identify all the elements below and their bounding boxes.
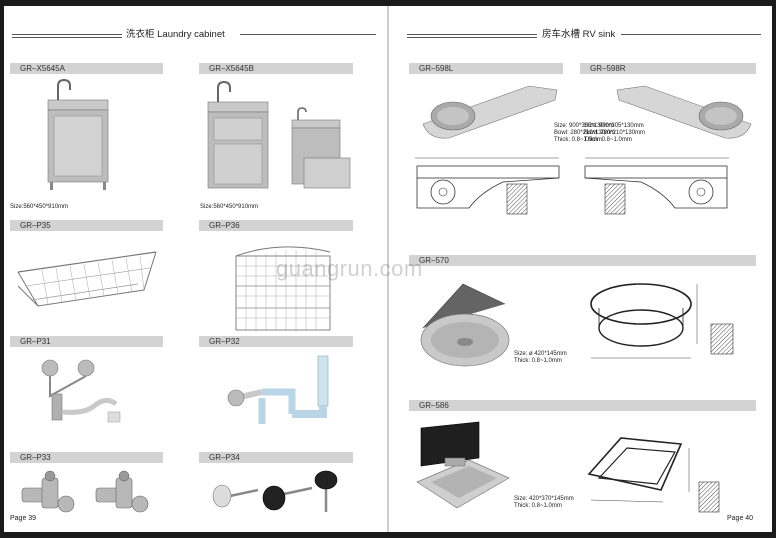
page-title: 洗衣柜 Laundry cabinet — [126, 29, 225, 40]
spec-line: Size: 420*370*145mm — [514, 496, 574, 502]
page-number: Page 39 — [10, 515, 37, 522]
product-code-bar: GR–P32 — [199, 336, 353, 347]
drain-hose-image — [41, 359, 121, 423]
title-rule — [12, 34, 122, 35]
rv-sink-left-image — [422, 85, 558, 139]
product-code-bar: GR–P33 — [10, 452, 163, 463]
laundry-cabinet-double-image — [207, 80, 351, 189]
product-size: Size:560*450*910mm — [200, 204, 259, 210]
product-code-bar: GR–P36 — [199, 220, 353, 231]
product-size: Size:560*450*910mm — [10, 204, 69, 210]
spec-line: Size: ø 420*145mm — [514, 351, 567, 357]
rv-sink-left-drawing — [415, 157, 560, 215]
title-rule — [407, 34, 537, 35]
product-code-bar: GR–P34 — [199, 452, 353, 463]
round-sink-drawing — [590, 283, 734, 359]
product-code-bar: GR–598L — [409, 63, 563, 74]
title-rule — [240, 34, 376, 35]
spec-line: Bowl: 280*210*130mm — [584, 130, 646, 136]
title-rule — [621, 34, 761, 35]
title-rule — [12, 37, 122, 38]
adjustable-feet-image — [212, 470, 338, 512]
spec-line: Bowl: 280*210*130mm — [554, 130, 616, 136]
spec-line: Thick: 0.8~1.0mm — [514, 503, 562, 509]
spec-line: Size: 900*305*130mm — [554, 123, 614, 129]
page-number: Page 40 — [727, 515, 754, 522]
spec-line: Thick: 0.8~1.0mm — [514, 358, 562, 364]
left-page: 洗衣柜 Laundry cabinet GR–X5645A GR–X5645B … — [4, 6, 387, 532]
watermark: guangrun.com — [276, 256, 423, 281]
product-code-bar: GR–X5645A — [10, 63, 163, 74]
title-rule — [407, 37, 537, 38]
rectangular-sink-image — [416, 421, 510, 509]
round-sink-image — [420, 283, 510, 367]
product-code-bar: GR–570 — [409, 255, 756, 266]
page-title: 房车水槽 RV sink — [542, 29, 616, 40]
rv-sink-right-image — [616, 85, 752, 139]
wire-basket-rack-image — [235, 246, 331, 331]
spec-line: Size: 900*305*130mm — [584, 123, 644, 129]
product-code-bar: GR–598R — [580, 63, 756, 74]
right-page: 房车水槽 RV sink GR–598L GR–598R Size: 900*3… — [389, 6, 772, 532]
page-fold — [387, 6, 389, 532]
spec-line: Thick: 0.8~1.0mm — [554, 137, 602, 143]
angle-valve-image — [21, 470, 149, 513]
rv-sink-right-drawing — [584, 157, 729, 215]
product-code-bar: GR–X5645B — [199, 63, 353, 74]
drain-pipe-image — [227, 355, 329, 424]
wire-basket-shelf-image — [17, 251, 157, 307]
product-code-bar: GR–P31 — [10, 336, 163, 347]
rectangular-sink-drawing — [587, 437, 720, 513]
product-code-bar: GR–P35 — [10, 220, 163, 231]
spec-line: Thick: 0.8~1.0mm — [584, 137, 632, 143]
product-code-bar: GR–586 — [409, 400, 756, 411]
laundry-cabinet-single-image — [47, 78, 109, 190]
